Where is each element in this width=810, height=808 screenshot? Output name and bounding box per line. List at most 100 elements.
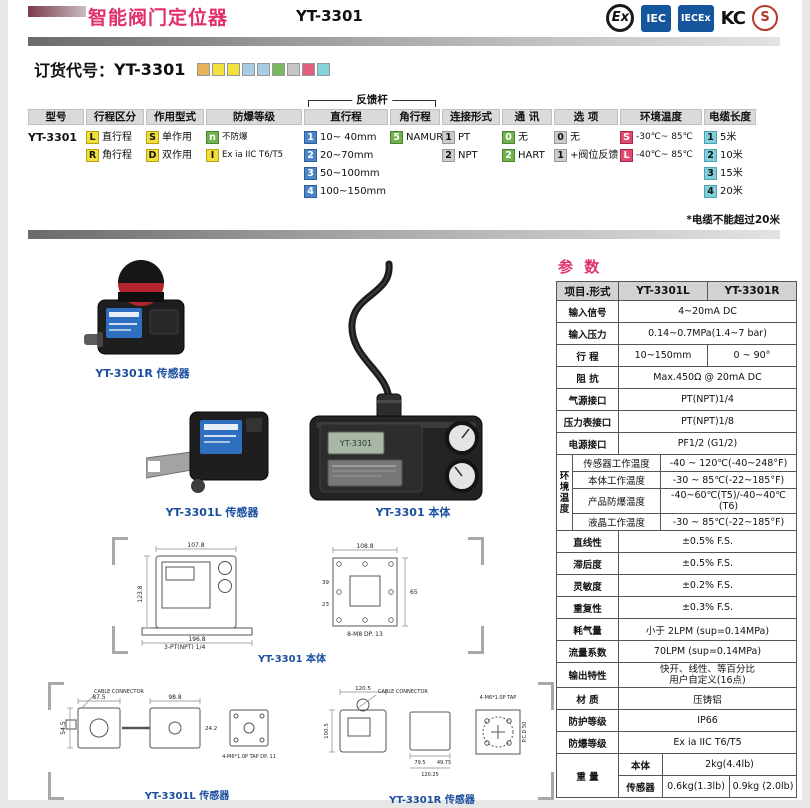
dim-label: 108.8 [356,543,373,550]
param-row: 输入信号 4~20mA DC [556,300,797,323]
dim-label: 49.75 [437,760,451,766]
order-option-label: 单作用 [162,131,192,143]
param-label: 阻 抗 [556,366,619,389]
order-column-header: 电缆长度 [704,109,756,125]
dim-label: 65 [410,589,418,596]
param-value-r: 0.9kg (2.0lb) [729,775,797,798]
cert-logos: Ex IEC IECEx KC S [606,4,778,32]
param-subname: 本体工作温度 [572,471,661,489]
header-accent-bar [28,6,86,17]
order-code-heading: 订货代号： YT-3301 [34,57,331,81]
order-column-header: 通 讯 [502,109,552,125]
param-value-r: 0 ~ 90° [707,344,797,367]
bracket-corner [538,682,554,710]
param-row: 材 质 压铸铝 [556,687,797,710]
param-subname: 传感器 [618,775,663,798]
bracket-corner [48,772,64,800]
order-column-header: 行程区分 [86,109,144,125]
order-option-code: 1 [704,130,717,144]
dim-label: 107.8 [187,542,204,549]
lcd-text: YT-3301 [339,439,372,448]
dimension-lines [67,689,451,769]
dim-label: 4-M6*1.0P TAP DP. 11 [222,754,276,760]
cable-note: *电缆不能超过20米 [686,214,780,226]
param-label: 行 程 [556,344,619,367]
order-option-code: L [620,148,633,162]
param-subname: 产品防爆温度 [572,488,661,514]
caption-drawing-body: YT-3301 本体 [257,654,327,665]
param-row: 重 量 本体 2kg(4.4lb) [556,753,797,798]
dim-label: 100.5 [324,723,330,739]
order-option-label: -40℃~ 85℃ [636,149,693,160]
photo-positioner-body: YT-3301 [292,252,498,506]
param-label: 防护等级 [556,709,619,732]
page-title: 智能阀门定位器 [88,7,229,29]
order-option-label: 5米 [720,131,737,143]
param-value: -30 ~ 85℃(-22~185°F) [660,513,797,531]
param-subname: 本体 [618,753,663,776]
params-title: 参 数 [558,258,603,276]
order-option-code: L [86,130,99,144]
order-column-header: 作用型式 [146,109,204,125]
param-row: 气源接口 PT(NPT)1/4 [556,388,797,411]
param-value: Ex ia IIC T6/T5 [618,731,797,754]
order-option-code: 0 [554,130,567,144]
param-row: 灵敏度 ±0.2% F.S. [556,574,797,597]
order-option-label: 不防爆 [222,131,248,142]
param-value: PT(NPT)1/4 [618,388,797,411]
param-value: IP66 [618,709,797,732]
order-option-code: I [206,148,219,162]
order-column-header: 选 项 [554,109,618,125]
order-option-label: PT [458,131,471,143]
order-option: L-40℃~ 85℃ [620,146,702,164]
order-option-label: +阀位反馈 [570,149,619,161]
body-front-view [141,555,253,636]
order-option-label: 双作用 [162,149,192,161]
dim-label: 23 [322,602,329,608]
param-value: ±0.5% F.S. [618,530,797,553]
order-color-swatch [227,62,241,76]
dim-label: 196.8 [188,636,205,643]
param-label: 流量系数 [556,640,619,663]
order-color-swatch [257,62,271,76]
param-row: 本体工作温度 -30 ~ 85℃(-22~185°F) [557,471,797,489]
order-option-code: 2 [704,148,717,162]
shaft [191,479,205,493]
param-label: 输入信号 [556,300,619,323]
order-option-code: 0 [502,130,515,144]
param-value-l: 0.6kg(1.3lb) [662,775,730,798]
atex-ex-logo: Ex [606,4,635,32]
param-row: 环境温度 传感器工作温度 -40 ~ 120℃(-40~248°F) [556,454,797,531]
order-option-label: 直行程 [102,131,132,143]
param-value: 小于 2LPM (sup=0.14MPa) [618,618,797,641]
order-column-header: 防爆等级 [206,109,302,125]
order-option-code: 2 [304,148,317,162]
model-number: YT-3301 [296,7,363,25]
bracket-corner [468,626,484,654]
dimension-labels: 107.8 123.8 196.8 3-PT(NPT) 1/4 108.8 65… [137,542,418,650]
params-header-l: YT-3301L [618,281,708,301]
order-option-label: 50~100mm [320,167,380,179]
dim-label: 54.5 [60,721,67,735]
param-row: 压力表接口 PT(NPT)1/8 [556,410,797,433]
cable-gland [84,334,100,345]
order-code-value: YT-3301 [114,59,186,79]
param-value: 2kg(4.4lb) [662,753,797,776]
param-row: 输出特性 快开、线性、等百分比 用户自定义(16点) [556,662,797,688]
param-subname: 液晶工作温度 [572,513,661,531]
order-swatches [197,62,331,76]
order-option: S-30℃~ 85℃ [620,128,702,146]
order-option-label: 10~ 40mm [320,131,377,143]
dim-label: 123.8 [137,585,144,602]
dim-label: 3-PT(NPT) 1/4 [164,644,205,650]
param-row: 传感器 0.6kg(1.3lb) 0.9kg (2.0lb) [557,775,797,798]
